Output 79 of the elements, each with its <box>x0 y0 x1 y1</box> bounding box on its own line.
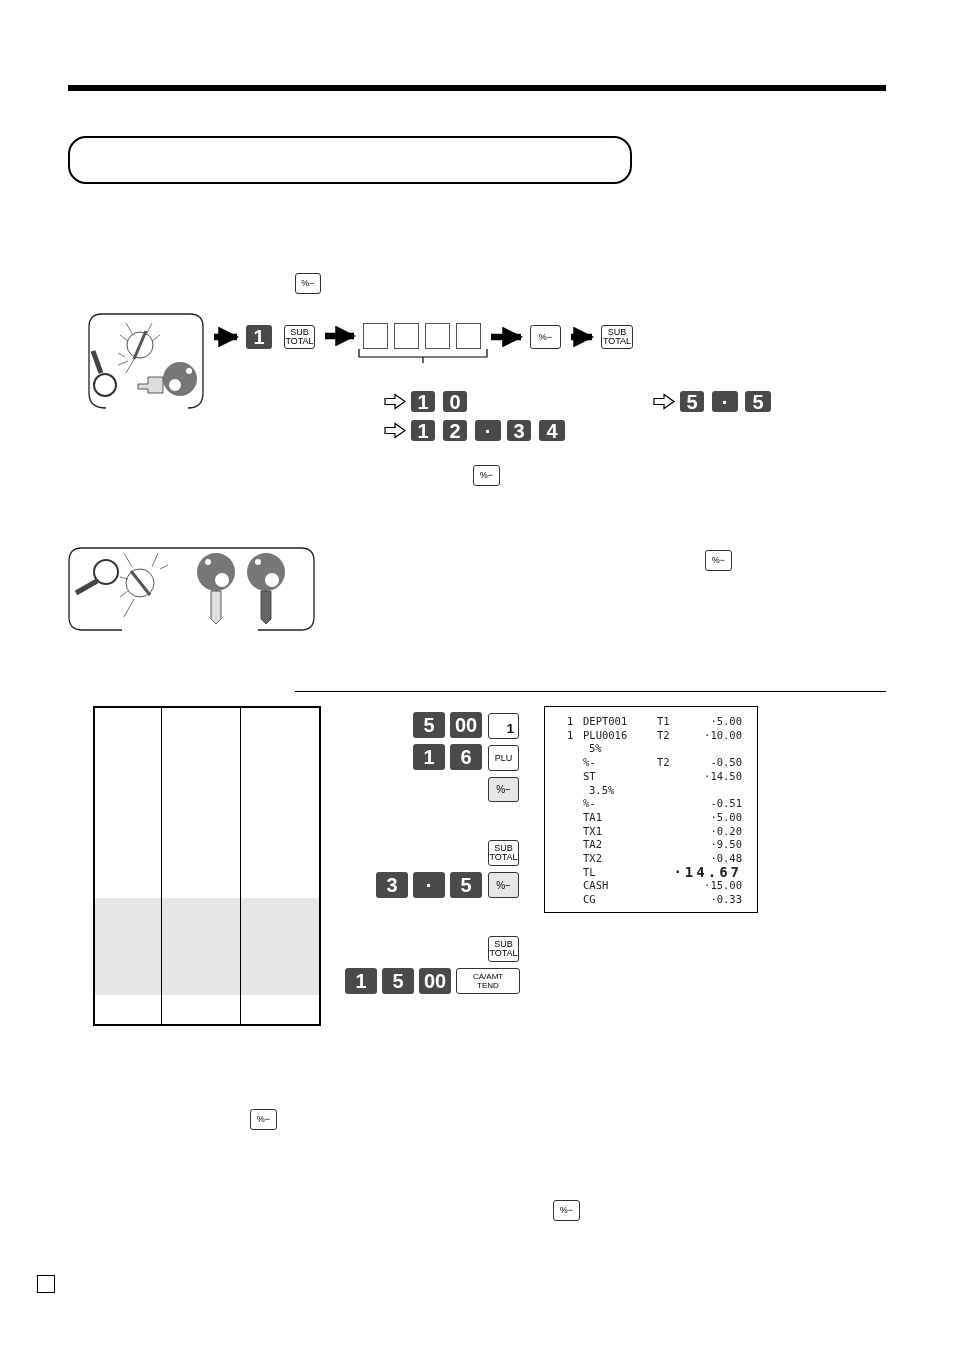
receipt-text: ·14.67 <box>673 865 742 879</box>
receipt-text: T2 <box>657 756 670 770</box>
receipt-text: TA1 <box>583 810 602 824</box>
receipt-text: TL <box>583 865 596 879</box>
function-key: 1 <box>488 713 519 739</box>
number-key: 3 <box>376 872 408 898</box>
number-key: 1 <box>246 325 272 349</box>
arrow <box>214 326 240 348</box>
receipt-text: ·5.00 <box>710 715 742 728</box>
pointer-arrow <box>384 422 407 439</box>
function-key: %− <box>488 777 519 802</box>
number-key: · <box>712 391 738 412</box>
receipt-text: ·10.00 <box>704 728 742 742</box>
function-key: %− <box>553 1200 580 1221</box>
number-key: 1 <box>345 968 377 994</box>
receipt-text: PLU0016 <box>583 728 628 742</box>
function-key: %− <box>250 1109 277 1130</box>
function-key: %− <box>473 465 500 486</box>
entry-box <box>425 323 450 349</box>
receipt-text: 3.5% <box>589 783 615 797</box>
receipt-text: 1 <box>567 715 574 728</box>
number-key: 5 <box>413 712 445 738</box>
pointer-arrow <box>384 393 407 410</box>
function-key: %− <box>530 325 561 349</box>
function-key: %− <box>488 872 519 898</box>
function-key: CA/AMT TEND <box>456 968 520 994</box>
function-key: %− <box>705 550 732 571</box>
receipt-text: CG <box>583 893 596 907</box>
number-key: 1 <box>411 420 435 441</box>
receipt-text: ·15.00 <box>704 879 742 893</box>
receipt-text: -0.51 <box>710 797 742 811</box>
number-key: 4 <box>539 420 565 441</box>
receipt-text: ST <box>583 769 596 783</box>
receipt-text: ·0.33 <box>710 893 742 907</box>
function-key: PLU <box>488 745 519 771</box>
receipt-text: ·5.00 <box>710 810 742 824</box>
number-key: · <box>413 872 445 898</box>
receipt-text: 1 <box>567 728 574 742</box>
receipt-text: TX2 <box>583 852 602 865</box>
number-key: 5 <box>450 872 482 898</box>
number-key: 5 <box>382 968 414 994</box>
receipt-text: %- <box>583 756 596 770</box>
function-key: %− <box>295 273 321 294</box>
function-key: SUB TOTAL <box>488 936 519 962</box>
number-key: 00 <box>419 968 451 994</box>
receipt-text: ·0.48 <box>710 852 742 865</box>
receipt-text: %- <box>583 797 596 811</box>
function-key: SUB TOTAL <box>488 840 519 866</box>
number-key: 2 <box>443 420 467 441</box>
number-key: 5 <box>745 391 771 412</box>
receipt-text: CASH <box>583 879 609 893</box>
arrow <box>571 326 595 348</box>
mode-switch-drawing <box>88 313 204 409</box>
receipt-text: ·14.50 <box>704 769 742 783</box>
receipt-text: DEPT001 <box>583 715 628 728</box>
entry-box <box>456 323 481 349</box>
number-key: 00 <box>450 712 482 738</box>
function-key: SUB TOTAL <box>284 325 315 349</box>
receipt-text: -0.50 <box>710 756 742 770</box>
number-key: 0 <box>443 391 467 412</box>
entry-box <box>363 323 388 349</box>
receipt <box>544 706 758 913</box>
function-key: SUB TOTAL <box>601 325 633 349</box>
receipt-text: ·0.20 <box>710 824 742 838</box>
receipt-text: 5% <box>589 742 602 756</box>
pointer-arrow <box>653 393 676 410</box>
receipt-text: ·9.50 <box>710 838 742 852</box>
number-key: 1 <box>411 391 435 412</box>
number-key: 1 <box>413 744 445 770</box>
heading-banner <box>68 136 632 184</box>
receipt-text: TX1 <box>583 824 602 838</box>
number-key: 6 <box>450 744 482 770</box>
receipt-text: T2 <box>657 728 670 742</box>
number-key: 5 <box>680 391 704 412</box>
receipt-text: TA2 <box>583 838 602 852</box>
receipt-text: T1 <box>657 715 670 728</box>
number-key: · <box>475 420 501 441</box>
entry-box <box>394 323 419 349</box>
number-key: 3 <box>507 420 531 441</box>
